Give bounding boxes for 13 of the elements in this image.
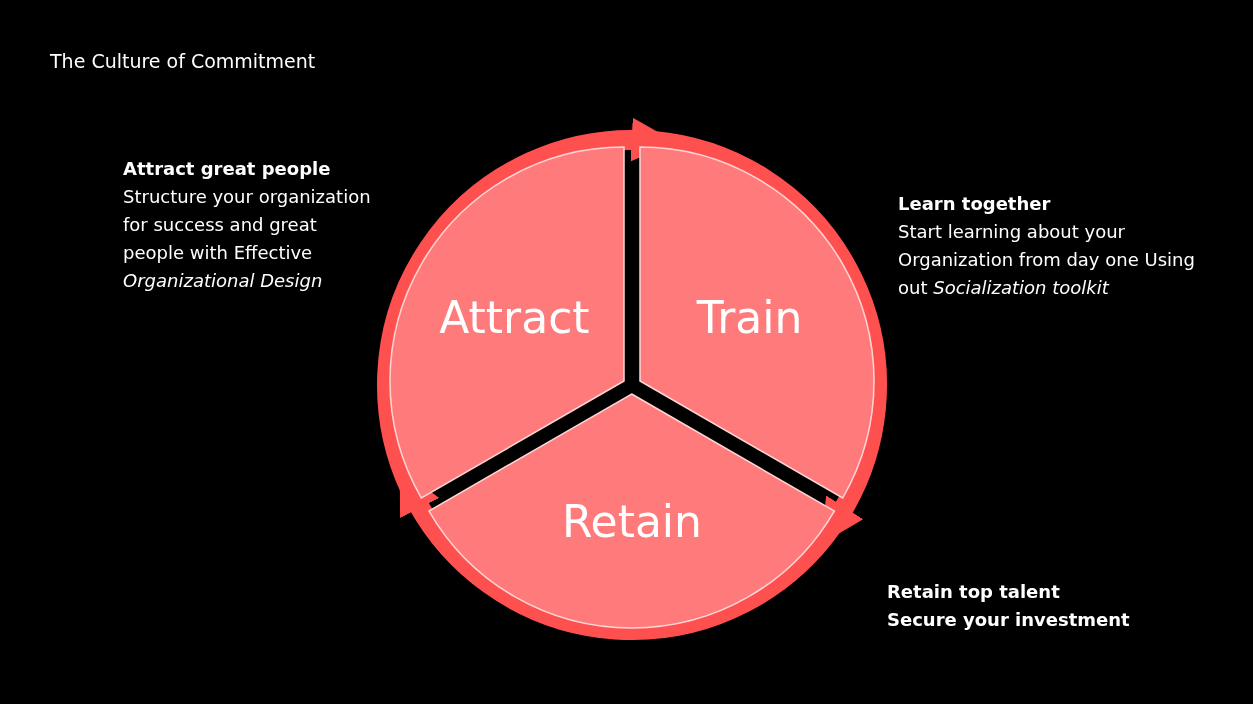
sector-label: Attract (439, 291, 590, 343)
description-heading: Learn together (898, 192, 1052, 216)
description-text: Structure your organization for success and great people with Effective Organizational Design (123, 185, 372, 293)
description-text: Secure your investment (887, 608, 1131, 632)
description-heading: Attract great people (123, 157, 332, 181)
pie-sector (429, 394, 835, 628)
sector-label: Retain (562, 495, 702, 547)
description-text: Start learning about your Organization from day one Using out Socialization toolkit (898, 220, 1196, 300)
pie-sector (639, 146, 874, 498)
sector-label: Train (696, 291, 803, 343)
description-heading: Retain top talent (887, 580, 1061, 604)
title: The Culture of Commitment (50, 50, 316, 72)
pie-sector (390, 146, 625, 498)
